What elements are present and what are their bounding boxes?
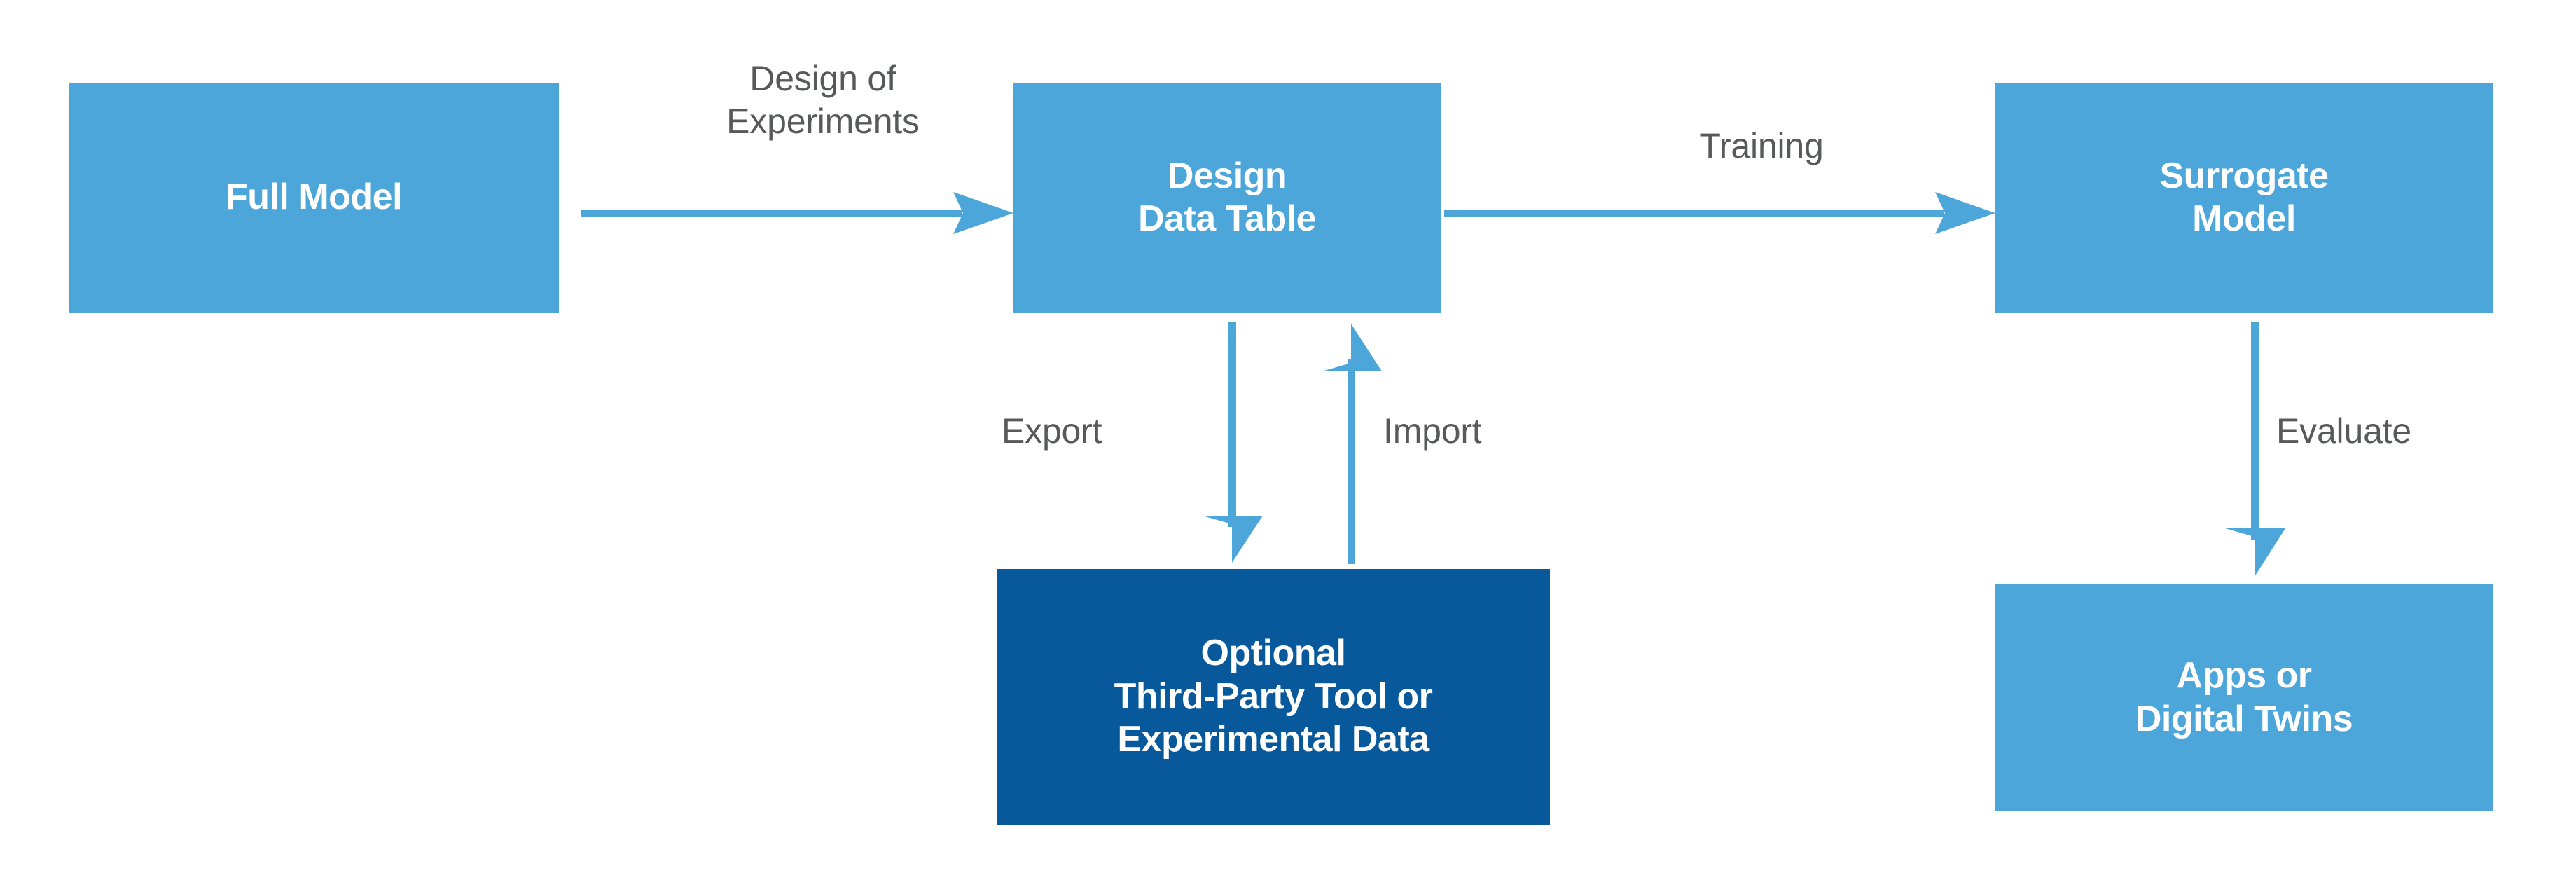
node-surrogate-model[interactable]: Surrogate Model: [1995, 83, 2493, 313]
edge-label-evaluate: Evaluate: [2276, 411, 2411, 451]
node-surrogate-model-label: Surrogate Model: [2159, 155, 2329, 239]
node-design-data-table-label: Design Data Table: [1137, 155, 1317, 239]
arrow-right-design-of-experiments-icon: [581, 192, 1013, 234]
node-apps-or-digital-twins[interactable]: Apps or Digital Twins: [1995, 584, 2493, 811]
arrow-down-export-icon: [1203, 322, 1263, 563]
arrow-up-import-icon: [1322, 324, 1382, 564]
edge-label-export: Export: [1002, 411, 1102, 451]
node-optional-third-party-tool-label: Optional Third-Party Tool or Experimenta…: [1114, 633, 1433, 760]
edge-label-training: Training: [1699, 126, 1824, 165]
node-design-data-table[interactable]: Design Data Table: [1013, 83, 1441, 313]
edge-label-import: Import: [1383, 411, 1482, 451]
node-full-model[interactable]: Full Model: [69, 83, 559, 313]
arrow-right-training-icon: [1444, 192, 1995, 234]
arrow-down-evaluate-icon: [2225, 322, 2285, 577]
node-apps-or-digital-twins-label: Apps or Digital Twins: [2135, 655, 2353, 739]
node-full-model-label: Full Model: [225, 177, 403, 218]
edge-label-design-of-experiments: Design of Experiments: [726, 59, 920, 141]
node-optional-third-party-tool[interactable]: Optional Third-Party Tool or Experimenta…: [997, 569, 1550, 825]
